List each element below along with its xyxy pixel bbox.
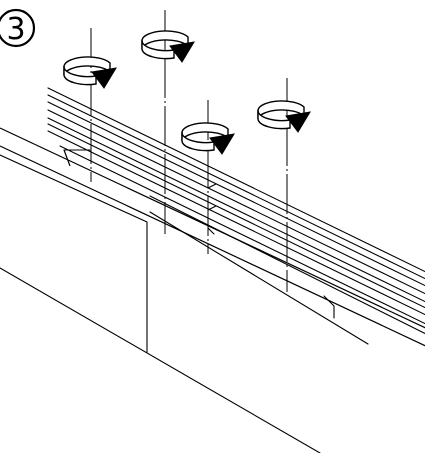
rotate-clockwise-arrow-icon — [141, 30, 195, 63]
track-bundle — [47, 87, 425, 345]
step-number: 3 — [6, 12, 25, 47]
wall-panel — [0, 154, 321, 453]
rotate-clockwise-arrow-icon — [257, 100, 311, 133]
left-rail — [0, 127, 425, 347]
step-number-badge: 3 — [0, 8, 36, 48]
rotate-clockwise-arrow-icon — [63, 56, 117, 89]
screw-axes — [90, 10, 288, 292]
